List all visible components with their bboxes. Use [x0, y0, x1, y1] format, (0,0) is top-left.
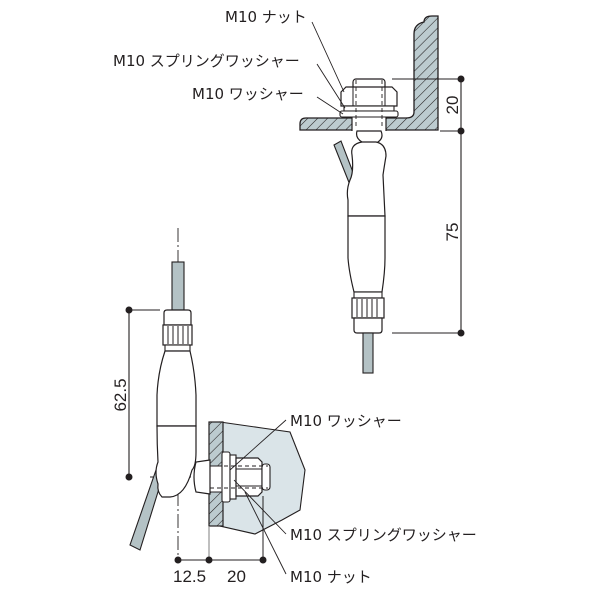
side-assembly: 62.5 12.5 20 M10 ワッシャー M10 スプリングワッシャー M1… [111, 228, 477, 586]
fitting-sleeve-side [156, 350, 197, 427]
angle-bracket [299, 15, 439, 131]
dim-bolt-height: 20 [443, 96, 462, 115]
dim-body-length-side: 62.5 [111, 378, 130, 411]
swivel-neck-side [193, 459, 211, 495]
dim-body-length: 75 [443, 223, 462, 242]
flat-washer [339, 110, 399, 118]
label-top-spring-washer: M10 スプリングワッシャー [113, 52, 300, 70]
label-top-washer: M10 ワッシャー [192, 85, 304, 103]
label-top-nut: M10 ナット [225, 8, 307, 26]
fitting-head-side [155, 425, 197, 498]
spring-washer-side [229, 454, 237, 500]
wire [362, 332, 374, 374]
fitting-sleeve [347, 215, 386, 293]
top-assembly: 20 75 M10 ナット M10 スプリングワッシャー M10 ワッシャー [113, 8, 465, 374]
dim-bolt-length: 20 [227, 567, 246, 586]
wire-side [171, 261, 185, 311]
hex-nut [340, 86, 398, 107]
label-side-washer: M10 ワッシャー [290, 412, 402, 430]
dim-offset: 12.5 [173, 567, 206, 586]
spring-washer [343, 105, 395, 112]
label-side-nut: M10 ナット [290, 568, 372, 586]
flat-washer-side [221, 451, 231, 503]
fitting-head [346, 141, 387, 217]
label-side-spring-washer: M10 スプリングワッシャー [290, 526, 477, 544]
hex-nut-side [235, 457, 263, 497]
